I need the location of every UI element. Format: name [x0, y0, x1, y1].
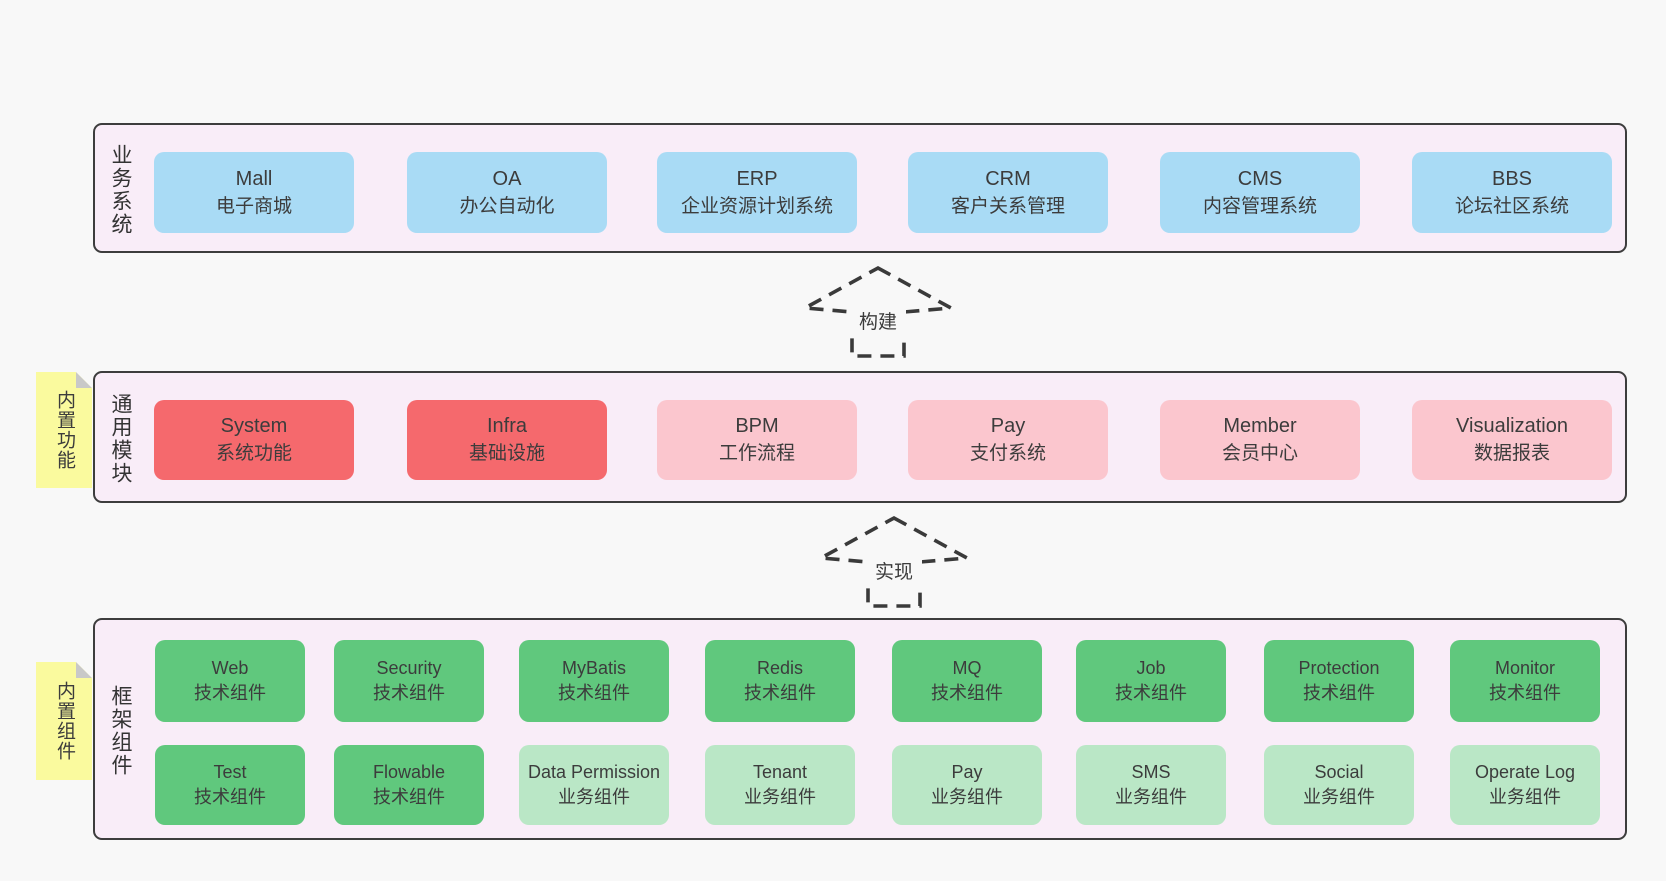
- box-member: Member 会员中心: [1160, 400, 1360, 480]
- up-arrow-build-icon: 构建: [798, 265, 958, 358]
- section-components-label: 框架组件: [109, 685, 132, 777]
- note-built-in-functions: 内置功能: [36, 372, 92, 488]
- section-modules-label: 通用模块: [109, 393, 132, 485]
- box-job: Job 技术组件: [1076, 640, 1226, 722]
- box-sms: SMS 业务组件: [1076, 745, 1226, 825]
- box-operate-log: Operate Log 业务组件: [1450, 745, 1600, 825]
- note-fold-icon: [76, 372, 92, 388]
- section-business-label: 业务系统: [109, 144, 132, 236]
- section-framework-components: 框架组件 Web 技术组件 Security 技术组件 MyBatis 技术组件…: [93, 618, 1627, 840]
- box-oa: OA 办公自动化: [407, 152, 607, 233]
- box-flowable: Flowable 技术组件: [334, 745, 484, 825]
- section-common-modules: 通用模块 System 系统功能 Infra 基础设施 BPM 工作流程 Pay…: [93, 371, 1627, 503]
- note-fold-icon: [76, 662, 92, 678]
- box-bpm: BPM 工作流程: [657, 400, 857, 480]
- note-built-in-components: 内置组件: [36, 662, 92, 780]
- box-erp: ERP 企业资源计划系统: [657, 152, 857, 233]
- box-security: Security 技术组件: [334, 640, 484, 722]
- up-arrow-implement-icon: 实现: [814, 515, 974, 608]
- box-test: Test 技术组件: [155, 745, 305, 825]
- box-mq: MQ 技术组件: [892, 640, 1042, 722]
- box-pay-component: Pay 业务组件: [892, 745, 1042, 825]
- box-monitor: Monitor 技术组件: [1450, 640, 1600, 722]
- box-infra: Infra 基础设施: [407, 400, 607, 480]
- box-bbs: BBS 论坛社区系统: [1412, 152, 1612, 233]
- arrow-build-label: 构建: [859, 311, 897, 333]
- section-business-systems: 业务系统 Mall 电子商城 OA 办公自动化 ERP 企业资源计划系统 CRM…: [93, 123, 1627, 253]
- box-crm: CRM 客户关系管理: [908, 152, 1108, 233]
- box-protection: Protection 技术组件: [1264, 640, 1414, 722]
- box-cms: CMS 内容管理系统: [1160, 152, 1360, 233]
- box-mall: Mall 电子商城: [154, 152, 354, 233]
- box-social: Social 业务组件: [1264, 745, 1414, 825]
- box-web: Web 技术组件: [155, 640, 305, 722]
- box-pay-system: Pay 支付系统: [908, 400, 1108, 480]
- box-system: System 系统功能: [154, 400, 354, 480]
- box-mybatis: MyBatis 技术组件: [519, 640, 669, 722]
- box-data-permission: Data Permission 业务组件: [519, 745, 669, 825]
- arrow-implement-label: 实现: [875, 561, 913, 583]
- box-redis: Redis 技术组件: [705, 640, 855, 722]
- box-tenant: Tenant 业务组件: [705, 745, 855, 825]
- box-visualization: Visualization 数据报表: [1412, 400, 1612, 480]
